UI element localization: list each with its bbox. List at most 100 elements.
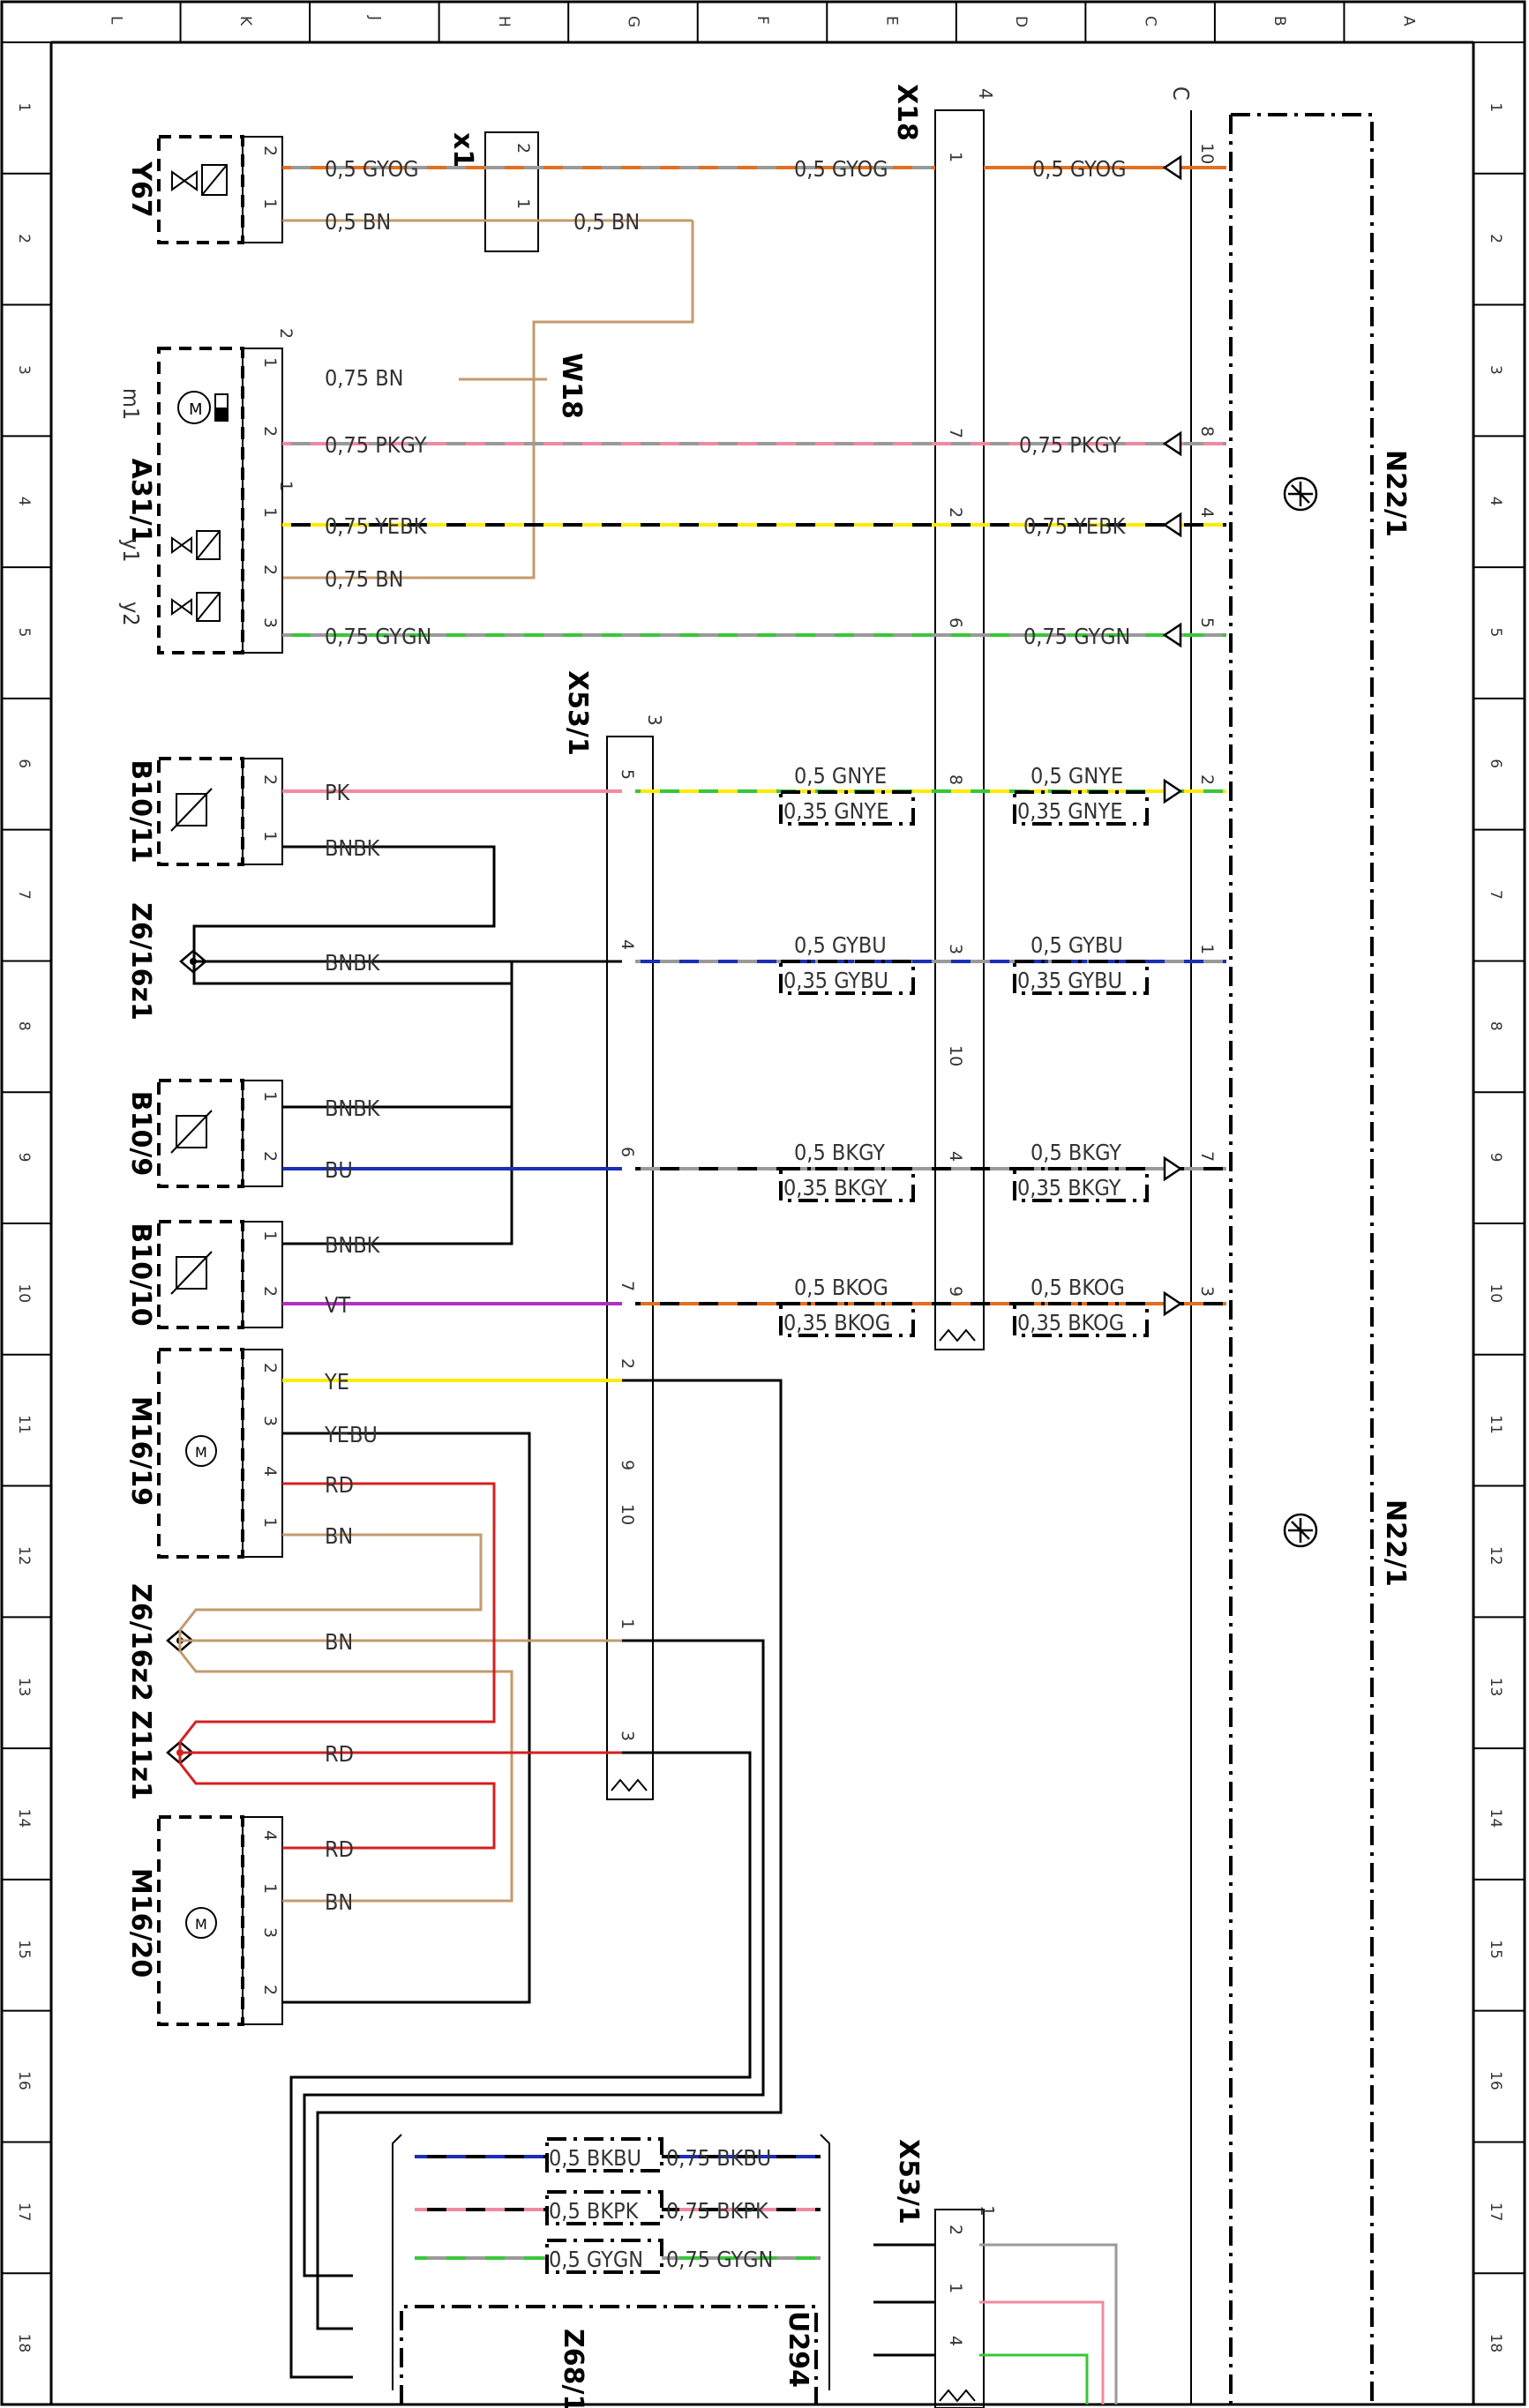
pin-number: 9 [618, 1460, 637, 1470]
wire-label: 0,35 GNYE [1017, 798, 1122, 824]
black-harness [316, 1379, 783, 2330]
grid-column-label: G [624, 16, 641, 27]
svg-text:M: M [195, 1444, 207, 1461]
x1-connector [484, 131, 539, 252]
pin-number: 1 [260, 1230, 280, 1241]
b10-11-pin-strip [242, 758, 283, 865]
pin-number: 4 [260, 1830, 280, 1841]
grid-row-label: 7 [1487, 890, 1504, 900]
grid-column-label: A [1400, 16, 1418, 26]
x53-bottom-connector [934, 2209, 985, 2408]
grid-row-label: 15 [15, 1940, 33, 1959]
pin-number: 10 [946, 1045, 965, 1066]
sensor-icon [170, 1110, 213, 1154]
wire-label: RD [325, 1741, 354, 1767]
grid-row-label: 13 [1487, 1678, 1504, 1697]
wire-label: RD [325, 1472, 354, 1498]
pin-number: 9 [946, 1286, 965, 1297]
wire-label: YE [324, 1369, 349, 1395]
n22-bottom-label: N22/1 [1380, 1499, 1411, 1587]
w18-label: W18 [556, 353, 587, 419]
svg-text:M: M [195, 1916, 207, 1933]
pin-number: 3 [260, 617, 280, 628]
wire-label: 0,75 YEBK [325, 513, 428, 539]
wire-label: 0,35 BKGY [1017, 1175, 1121, 1200]
x53-bottom-break [939, 2389, 976, 2403]
m16-19-pin-strip [242, 1349, 283, 1558]
grid-row-label: 13 [15, 1678, 33, 1697]
grid-column-label: B [1270, 16, 1288, 26]
pin-number: 2 [260, 774, 280, 785]
grid-row-label: 14 [1487, 1809, 1504, 1828]
pin-number: 4 [1197, 507, 1217, 518]
grid-row-label: 18 [1487, 2334, 1504, 2353]
wire-label: BNBK [325, 835, 381, 861]
wire-label: 0,75 GYGN [325, 624, 431, 649]
wire-label: PK [325, 780, 351, 805]
alt-gauge-box [545, 2190, 663, 2225]
pin-number: 4 [260, 1466, 280, 1477]
grid-row-label: 3 [1487, 365, 1504, 375]
alt-gauge-boxes [779, 790, 1149, 1337]
grid-row-label: 15 [1487, 1940, 1504, 1959]
grid-column-label: F [753, 16, 771, 25]
m16-20-label: M16/20 [125, 1868, 156, 1978]
n22-box [1229, 113, 1374, 2404]
grid-row-label: 11 [1487, 1415, 1504, 1434]
bn-wire [282, 378, 547, 580]
grid-row-label: 12 [1487, 1546, 1504, 1566]
pin-number: 2 [260, 1363, 280, 1373]
pin-number: 1 [1197, 944, 1217, 954]
pk-wire [979, 2300, 1105, 2404]
wire-label: 0,5 GYOG [325, 156, 419, 182]
valve-icon [171, 592, 221, 622]
grid-column-label: D [1012, 16, 1030, 27]
pin-number: 7 [1197, 1151, 1217, 1162]
bn-wire [532, 221, 694, 379]
b10-9-pin-strip [242, 1080, 283, 1187]
pin-number: 1 [260, 507, 280, 518]
grid-row-label: 9 [15, 1153, 33, 1163]
pin-number: 2 [260, 1151, 280, 1162]
x18-label: X18 [891, 84, 922, 141]
wire-label: 0,75 YEBK [1023, 513, 1127, 539]
control-unit-icon [1283, 476, 1318, 512]
grid-row-label: 2 [15, 234, 33, 243]
wire-label: 0,75 GYGN [666, 2247, 773, 2272]
grid-row-label: 9 [1487, 1153, 1504, 1163]
a31-pin-strip [242, 348, 283, 654]
pin-number: 3 [260, 1927, 280, 1938]
wire-label: 0,5 GYBU [794, 932, 887, 958]
pin-number: 2 [260, 1286, 280, 1297]
pin-number: 5 [618, 769, 637, 780]
grid-column-label: E [883, 16, 901, 26]
pin-number: 1 [260, 1091, 280, 1102]
grid-row-label: 12 [15, 1546, 33, 1566]
wire-label: 0,35 GYBU [783, 968, 888, 993]
wire-label: 0,5 BKGY [1031, 1140, 1121, 1165]
wire-label: BU [325, 1157, 353, 1183]
z6-16z2-label: Z6/16z2 [125, 1583, 156, 1701]
grid-column-label: J [365, 15, 383, 20]
wire-label: 0,5 GNYE [794, 763, 887, 789]
x53-top-label: X53/1 [562, 670, 593, 756]
gn-wire [979, 2353, 1089, 2404]
wire-label: BN [325, 1629, 353, 1655]
arrow-icons [1162, 154, 1183, 1317]
grid-row-label: 3 [15, 365, 33, 375]
b10-10-label: B10/10 [125, 1223, 156, 1326]
sensor-icon [170, 1251, 213, 1295]
sensor-icon [170, 788, 213, 832]
alt-gauge-box [545, 2137, 663, 2172]
wire-label: 0,5 BKGY [794, 1140, 885, 1165]
grid-row-label: 17 [1487, 2202, 1504, 2222]
b10-9-label: B10/9 [125, 1091, 156, 1176]
pin-number: 1 [946, 2283, 965, 2293]
black-harness [303, 1639, 765, 2277]
black-harness [289, 1751, 752, 2379]
m16-19-label: M16/19 [125, 1396, 156, 1506]
a31-label: A31/1 [125, 459, 156, 544]
grid-column-label: C [1142, 16, 1159, 26]
